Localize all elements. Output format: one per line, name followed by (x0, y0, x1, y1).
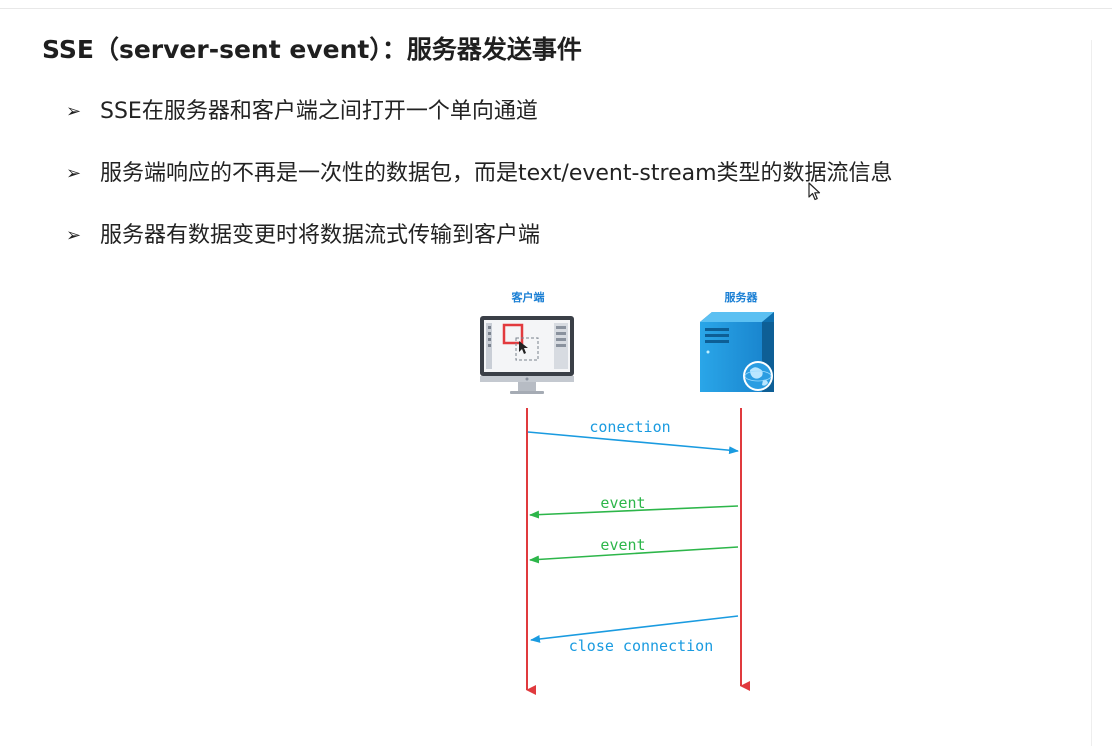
bullet-item: ➢ SSE在服务器和客户端之间打开一个单向通道 (66, 96, 893, 158)
client-label: 客户端 (511, 290, 545, 304)
server-globe-icon (700, 312, 774, 392)
bullet-text: SSE在服务器和客户端之间打开一个单向通道 (100, 99, 538, 124)
bullet-item: ➢ 服务端响应的不再是一次性的数据包，而是text/event-stream类型… (66, 158, 893, 220)
bullet-text: 服务器有数据变更时将数据流式传输到客户端 (100, 223, 541, 248)
event-label: event (600, 494, 645, 512)
right-divider (1091, 40, 1092, 746)
arrow-bullet-icon: ➢ (66, 101, 82, 122)
desktop-monitor-icon (480, 316, 574, 394)
arrow-bullet-icon: ➢ (66, 225, 82, 246)
connection-label: conection (589, 418, 670, 436)
server-label: 服务器 (725, 290, 759, 304)
event-arrow (529, 546, 739, 564)
close-connection-arrow (530, 615, 739, 643)
bullet-item: ➢ 服务器有数据变更时将数据流式传输到客户端 (66, 220, 893, 282)
event-label: event (600, 536, 645, 554)
close-connection-label: close connection (569, 637, 714, 655)
bullet-list: ➢ SSE在服务器和客户端之间打开一个单向通道 ➢ 服务端响应的不再是一次性的数… (66, 96, 893, 282)
event-arrow (529, 505, 739, 519)
mouse-cursor-icon (808, 182, 821, 201)
slide-title: SSE（server-sent event）：服务器发送事件 (42, 35, 582, 64)
arrow-bullet-icon: ➢ (66, 163, 82, 184)
top-divider (0, 8, 1112, 9)
bullet-text: 服务端响应的不再是一次性的数据包，而是text/event-stream类型的数… (100, 161, 893, 186)
connection-arrow (527, 431, 739, 455)
